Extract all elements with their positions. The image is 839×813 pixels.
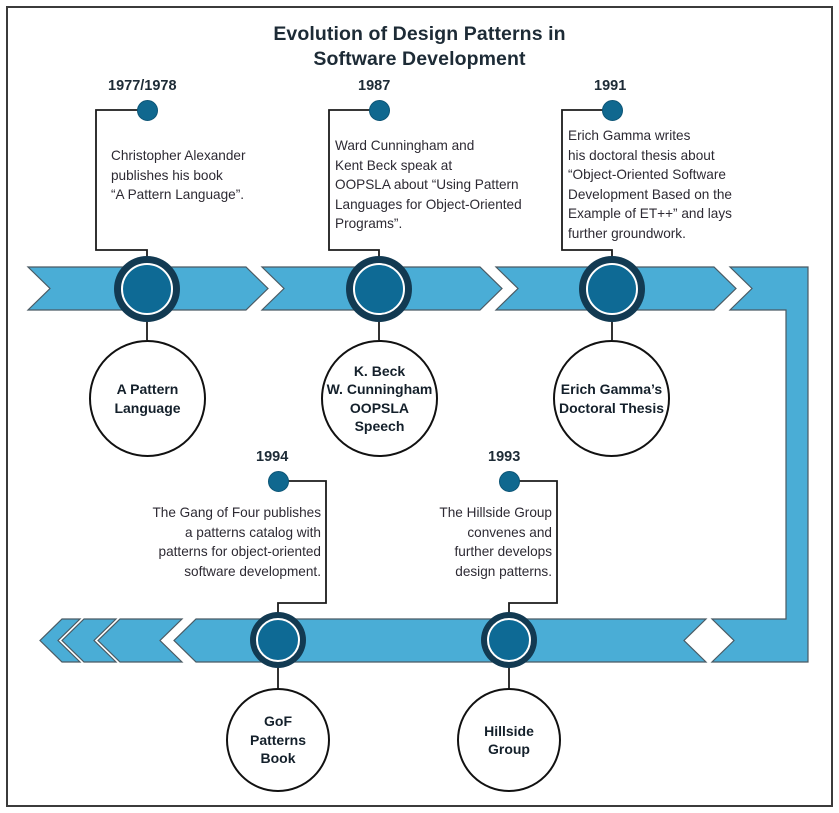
milestone-node-1987[interactable] [346, 256, 412, 322]
year-dot-1987 [369, 100, 390, 121]
year-label-1977-1978: 1977/1978 [108, 78, 177, 94]
milestone-node-ring [586, 263, 638, 315]
timeline-chevron-bottom-1 [97, 618, 184, 663]
milestone-node-1994[interactable] [250, 612, 306, 668]
milestone-node-ring [256, 618, 300, 662]
year-label-1991: 1991 [594, 78, 627, 94]
connector-bottom-1 [277, 480, 327, 614]
year-dot-1977-1978 [137, 100, 158, 121]
milestone-node-ring [487, 618, 531, 662]
year-label-1993: 1993 [488, 449, 521, 465]
timeline-chevron-bottom-3 [39, 618, 82, 663]
milestone-node-ring [121, 263, 173, 315]
outcome-bubble-oopsla-speech: K. Beck W. Cunningham OOPSLA Speech [321, 340, 438, 457]
milestone-node-1991[interactable] [579, 256, 645, 322]
year-dot-1991 [602, 100, 623, 121]
outcome-bubble-doctoral-thesis: Erich Gamma’s Doctoral Thesis [553, 340, 670, 457]
outcome-bubble-gof-patterns-book: GoF Patterns Book [226, 688, 330, 792]
page-title-line-1: Evolution of Design Patterns in [273, 23, 566, 45]
milestone-node-1977-1978[interactable] [114, 256, 180, 322]
description-1994: The Gang of Four publishes a patterns ca… [152, 505, 321, 579]
outcome-bubble-hillside-group: Hillside Group [457, 688, 561, 792]
timeline-wrap-right [710, 266, 809, 663]
connector-top-1 [95, 109, 148, 262]
year-label-1987: 1987 [358, 78, 391, 94]
connector-top-2 [328, 109, 380, 262]
outcome-bubble-a-pattern-language: A Pattern Language [89, 340, 206, 457]
description-1993: The Hillside Group convenes and further … [439, 505, 552, 579]
milestone-node-1993[interactable] [481, 612, 537, 668]
page-title-line-2: Software Development [313, 48, 526, 70]
connector-top-3 [561, 109, 613, 262]
year-label-1994: 1994 [256, 449, 289, 465]
description-1977-1978: Christopher Alexander publishes his book… [111, 148, 246, 203]
milestone-node-ring [353, 263, 405, 315]
timeline-segment-bottom-1 [173, 618, 708, 663]
description-1991: Erich Gamma writes his doctoral thesis a… [568, 128, 732, 241]
page-title: Evolution of Design Patterns in Software… [0, 22, 839, 72]
year-dot-1993 [499, 471, 520, 492]
description-1987: Ward Cunningham and Kent Beck speak at O… [335, 138, 522, 232]
year-dot-1994 [268, 471, 289, 492]
connector-bottom-2 [508, 480, 558, 614]
timeline-chevron-bottom-2 [61, 618, 118, 663]
